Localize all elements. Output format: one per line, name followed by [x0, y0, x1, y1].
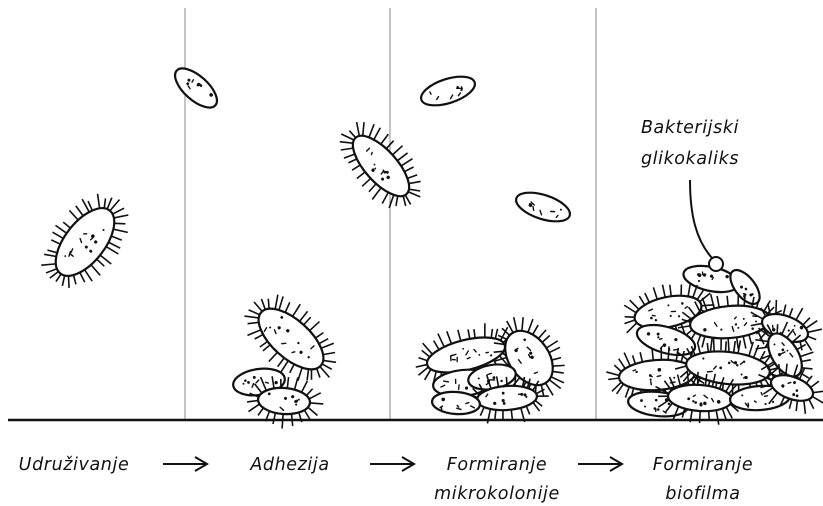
bacterium-cell — [28, 178, 146, 302]
stage-label-microcolony-2: mikrokolonije — [434, 484, 560, 504]
arrow-1 — [163, 457, 207, 471]
arrow-3 — [578, 457, 622, 471]
arrow-2 — [370, 457, 414, 471]
stage-label-biofilm-2: biofilma — [665, 484, 740, 504]
bacterium-cell — [326, 109, 436, 222]
stage-label-adhesion: Adhezija — [249, 455, 329, 475]
glycocalyx-pointer — [690, 180, 712, 258]
stage-label-microcolony-1: Formiranje — [447, 455, 548, 475]
stage-label-biofilm-1: Formiranje — [653, 455, 754, 475]
glycocalyx-dot — [709, 257, 723, 271]
bacterium-cell — [513, 187, 574, 227]
callout-line-2: glikokaliks — [641, 149, 739, 169]
bacterium-cell — [169, 62, 224, 115]
bacterium-cell — [418, 71, 479, 111]
stage-label-attachment: Udruživanje — [19, 455, 130, 475]
callout-line-1: Bakterijski — [641, 118, 739, 138]
